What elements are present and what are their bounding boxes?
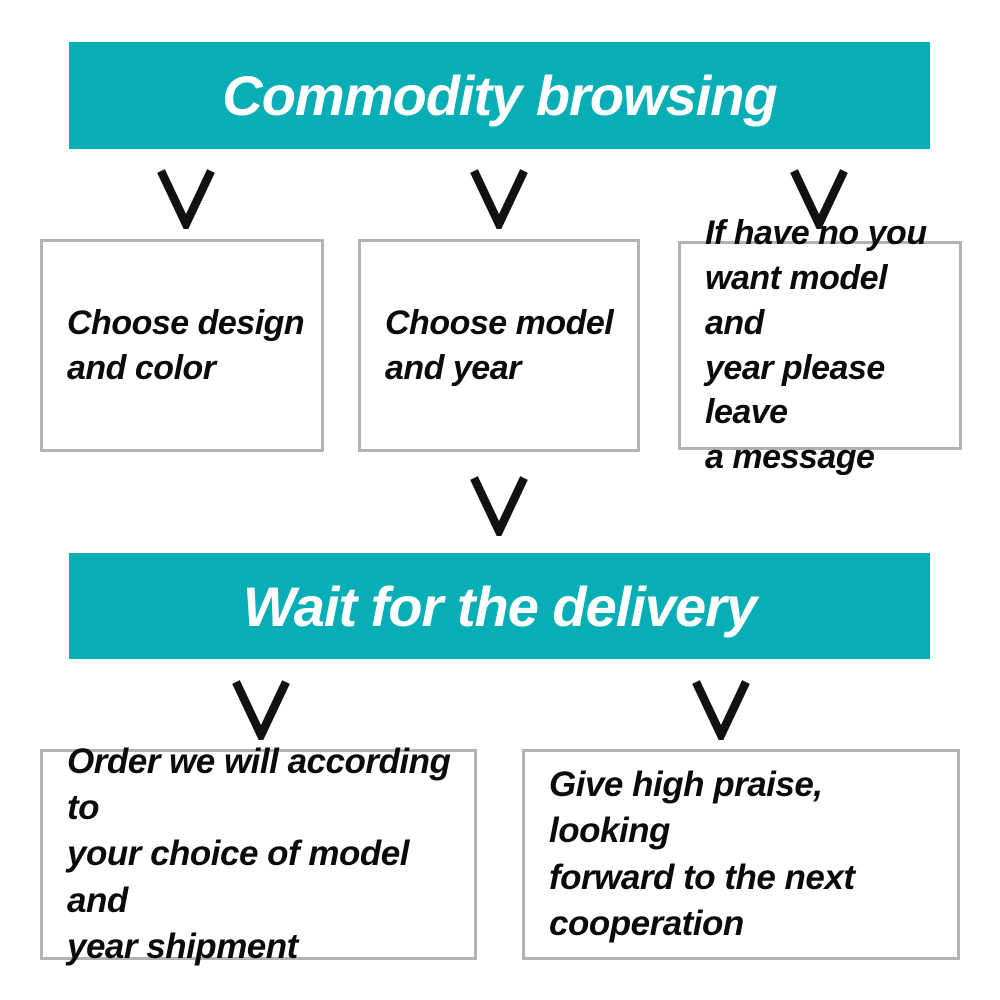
step-box-choose-design-text: Choose design and color [43,301,314,391]
step-box-choose-model: Choose model and year [358,239,640,452]
down-arrow-icon [469,474,529,536]
down-arrow-icon [789,167,849,229]
text-line: want model and [705,258,888,342]
text-line: year shipment [67,926,298,966]
text-line: year please leave [705,348,885,432]
step-box-order-shipment-text: Order we will according to your choice o… [43,739,474,970]
step-box-leave-message: If have no you want model and year pleas… [678,214,962,476]
step-box-give-praise-text: Give high praise, looking forward to the… [525,762,957,947]
step-box-give-praise: Give high praise, looking forward to the… [522,749,960,960]
banner-wait-for-delivery: Wait for the delivery [69,553,930,659]
text-line: your choice of model and [67,834,410,920]
down-arrow-icon [469,167,529,229]
text-line: Order we will according to [67,742,451,828]
text-line: Choose design [67,303,305,342]
down-arrow-icon [691,678,751,740]
step-box-leave-message-text: If have no you want model and year pleas… [681,211,959,480]
banner-commodity-browsing: Commodity browsing [69,42,930,149]
banner-commodity-browsing-label: Commodity browsing [222,64,777,127]
text-line: and color [67,348,216,387]
text-line: a message [705,438,875,477]
down-arrow-icon [231,678,291,740]
text-line: If have no you [705,213,927,252]
step-box-choose-design: Choose design and color [40,239,324,452]
step-box-choose-model-text: Choose model and year [361,301,623,391]
banner-wait-for-delivery-label: Wait for the delivery [242,574,757,638]
text-line: forward to the next [549,857,855,897]
text-line: Give high praise, looking [549,765,823,851]
text-line: Choose model [385,303,614,342]
step-box-order-shipment: Order we will according to your choice o… [40,742,477,966]
text-line: cooperation [549,903,744,943]
down-arrow-icon [156,167,216,229]
text-line: and year [385,348,521,387]
